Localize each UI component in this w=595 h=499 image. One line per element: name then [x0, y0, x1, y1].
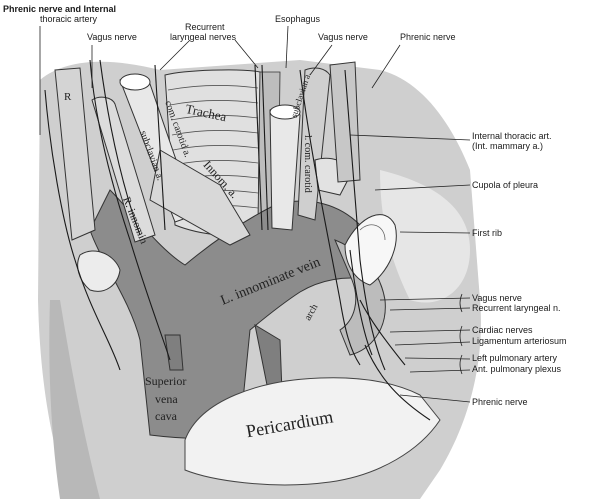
label-esophagus: Esophagus	[275, 14, 321, 24]
label-phrenic-top: Phrenic nerve	[400, 32, 456, 42]
arteries	[54, 61, 386, 356]
label-vagus-lower: Vagus nerve	[472, 293, 522, 303]
sup-vena-cava-3-text: cava	[155, 409, 178, 423]
label-first-rib: First rib	[472, 228, 502, 238]
r-small-text: R	[64, 91, 72, 103]
label-ant-pulmonary: Ant. pulmonary plexus	[472, 364, 562, 374]
sup-vena-cava-1-text: Superior	[145, 374, 186, 388]
label-ligamentum: Ligamentum arteriosum	[472, 336, 567, 346]
label-cardiac: Cardiac nerves	[472, 325, 533, 335]
label-phrenic-internal: Phrenic nerve and Internal	[3, 4, 116, 14]
label-cupola: Cupola of pleura	[472, 180, 538, 190]
label-recurrent-lower: Recurrent laryngeal n.	[472, 303, 561, 313]
pericardium: Pericardium	[184, 377, 441, 486]
label-vagus-right: Vagus nerve	[318, 32, 368, 42]
sup-vena-cava-2-text: vena	[155, 392, 178, 406]
label-thoracic-artery: thoracic artery	[40, 14, 98, 24]
com-carotid-right-text: l. com. carotid	[302, 135, 313, 193]
nerves	[44, 59, 431, 421]
label-left-pulmonary: Left pulmonary artery	[472, 353, 558, 363]
label-recurrent-1: Recurrent	[185, 22, 225, 32]
external-labels: Phrenic nerve and Internal thoracic arte…	[3, 4, 567, 407]
label-vagus-left: Vagus nerve	[87, 32, 137, 42]
label-recurrent-2: laryngeal nerves	[170, 32, 237, 42]
label-phrenic-bottom: Phrenic nerve	[472, 397, 528, 407]
label-internal-thoracic-1: Internal thoracic art.	[472, 131, 552, 141]
leader-lines	[39, 25, 471, 403]
label-internal-thoracic-2: (Int. mammary a.)	[472, 141, 543, 151]
veins	[89, 189, 391, 439]
